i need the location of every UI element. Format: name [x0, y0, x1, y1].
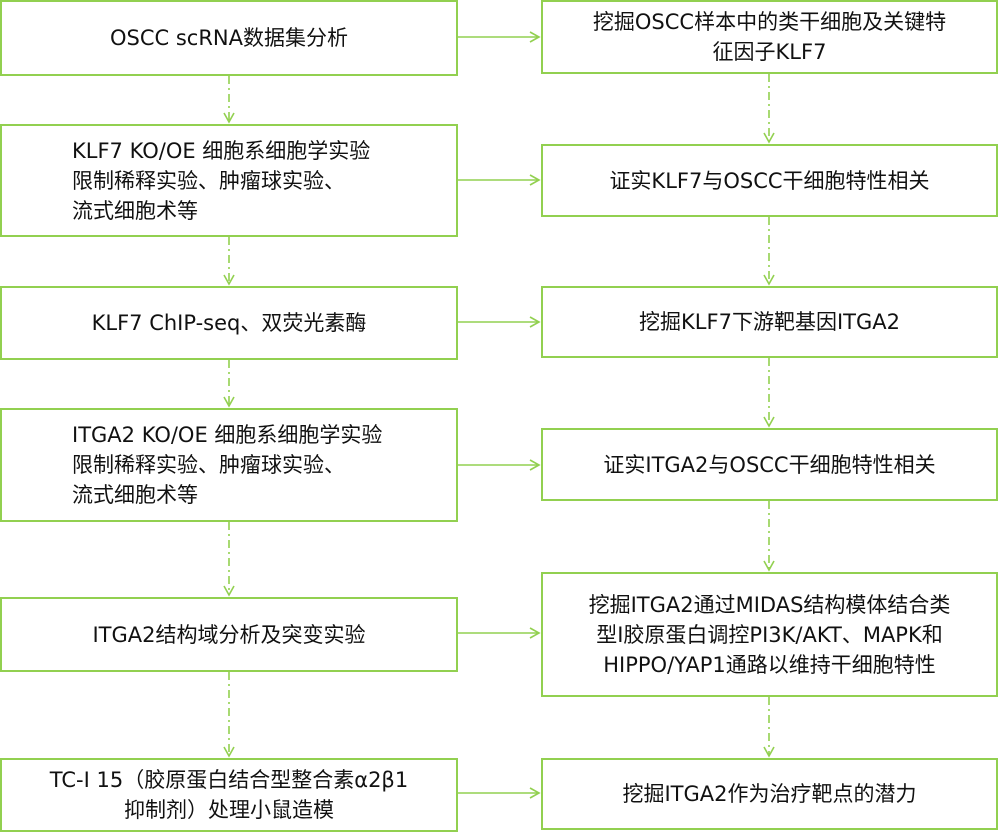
- right-step-5-line-2: 型I胶原蛋白调控PI3K/AKT、MAPK和: [596, 622, 943, 647]
- left-step-3-box: KLF7 ChIP-seq、双荧光素酶: [0, 286, 458, 360]
- left-step-6-line-2: 抑制剂）处理小鼠造模: [124, 798, 334, 822]
- right-step-1-line-1: 挖掘OSCC样本中的类干细胞及关键特: [592, 10, 947, 34]
- left-step-3-text: KLF7 ChIP-seq、双荧光素酶: [91, 311, 367, 335]
- right-step-5-line-1: 挖掘ITGA2通过MIDAS结构模体结合类: [588, 592, 951, 617]
- horizontal-arrows: [458, 31, 541, 799]
- left-step-2-line-3: 流式细胞术等: [72, 198, 198, 223]
- right-step-6-box: 挖掘ITGA2作为治疗靶点的潜力: [541, 758, 998, 830]
- right-step-5-line-3: HIPPO/YAP1通路以维持干细胞特性: [603, 652, 936, 677]
- left-step-4-line-2: 限制稀释实验、肿瘤球实验、: [72, 453, 345, 477]
- right-step-3-text: 挖掘KLF7下游靶基因ITGA2: [639, 310, 900, 334]
- right-step-2-text: 证实KLF7与OSCC干细胞特性相关: [609, 168, 930, 193]
- right-step-6-text: 挖掘ITGA2作为治疗靶点的潜力: [622, 782, 917, 806]
- left-step-6-line-1: TC-I 15（胶原蛋白结合型整合素α2β1: [49, 768, 409, 792]
- right-step-5-box: 挖掘ITGA2通过MIDAS结构模体结合类 型I胶原蛋白调控PI3K/AKT、M…: [541, 572, 998, 697]
- right-step-2-box: 证实KLF7与OSCC干细胞特性相关: [541, 144, 998, 217]
- left-step-2-line-2: 限制稀释实验、肿瘤球实验、: [72, 168, 345, 193]
- left-step-1-box: OSCC scRNA数据集分析: [0, 0, 458, 76]
- left-step-6-box: TC-I 15（胶原蛋白结合型整合素α2β1 抑制剂）处理小鼠造模: [0, 758, 458, 832]
- right-step-4-text: 证实ITGA2与OSCC干细胞特性相关: [603, 452, 936, 477]
- left-step-5-text: ITGA2结构域分析及突变实验: [92, 622, 366, 647]
- left-step-1-text: OSCC scRNA数据集分析: [109, 26, 348, 50]
- right-step-3-box: 挖掘KLF7下游靶基因ITGA2: [541, 286, 998, 358]
- right-step-4-box: 证实ITGA2与OSCC干细胞特性相关: [541, 428, 998, 501]
- left-step-4-box: ITGA2 KO/OE 细胞系细胞学实验 限制稀释实验、肿瘤球实验、 流式细胞术…: [0, 408, 458, 522]
- left-step-2-box: KLF7 KO/OE 细胞系细胞学实验 限制稀释实验、肿瘤球实验、 流式细胞术等: [0, 124, 458, 237]
- right-step-1-line-2: 征因子KLF7: [712, 40, 827, 64]
- left-step-4-line-3: 流式细胞术等: [72, 483, 198, 507]
- left-step-5-box: ITGA2结构域分析及突变实验: [0, 597, 458, 672]
- left-step-4-line-1: ITGA2 KO/OE 细胞系细胞学实验: [72, 423, 383, 447]
- left-step-2-line-1: KLF7 KO/OE 细胞系细胞学实验: [72, 138, 371, 163]
- right-step-1-box: 挖掘OSCC样本中的类干细胞及关键特 征因子KLF7: [541, 0, 998, 74]
